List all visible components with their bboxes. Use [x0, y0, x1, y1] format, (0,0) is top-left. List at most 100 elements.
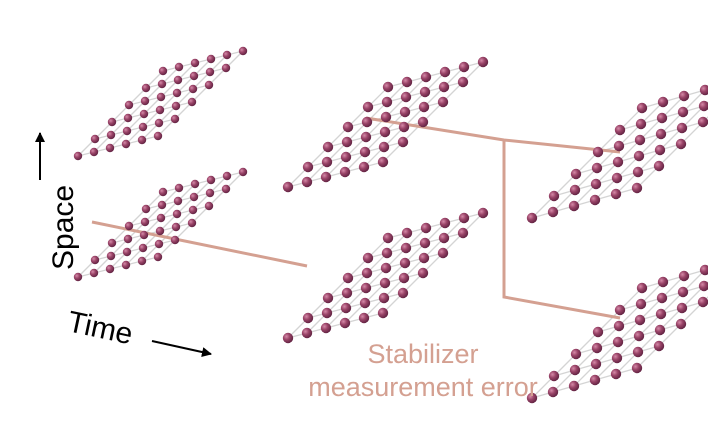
lattice-node [359, 146, 371, 158]
lattice-node [358, 312, 370, 324]
lattice-node [613, 140, 625, 152]
lattice-node [636, 102, 648, 114]
lattice-node [187, 97, 197, 107]
lattice-node [635, 298, 647, 310]
lattice-node [339, 166, 351, 178]
lattice-node [124, 221, 134, 231]
lattice-node [154, 239, 164, 249]
lattice-node [171, 101, 181, 111]
lattice-node [634, 134, 646, 146]
lattice-node [592, 146, 604, 158]
lattice-node [106, 130, 116, 140]
lattice-node [90, 134, 100, 144]
lattice-node [204, 201, 214, 211]
lattice-node [400, 91, 412, 103]
lattice-node [155, 105, 165, 115]
lattice-node [171, 222, 181, 232]
lattice-node [157, 79, 167, 89]
lattice-node [653, 160, 665, 172]
lattice-node [589, 194, 601, 206]
lattice-node [418, 252, 430, 264]
lattice-node [676, 122, 688, 134]
lattice-node [590, 358, 602, 370]
lattice-node [698, 280, 708, 292]
lattice-nodes [73, 46, 708, 404]
lattice-node [400, 242, 412, 254]
lattice-node [342, 121, 354, 133]
lattice-node [173, 75, 183, 85]
lattice-node [526, 392, 538, 404]
lattice-node [189, 192, 199, 202]
lattice-node [569, 184, 581, 196]
lattice-node [548, 370, 560, 382]
lattice-node [458, 212, 470, 224]
lattice-node [698, 100, 708, 112]
lattice-node [657, 96, 669, 108]
lattice-node [526, 212, 538, 224]
lattice-node [170, 235, 180, 245]
lattice-node [342, 272, 354, 284]
lattice-node [697, 296, 708, 308]
lattice-node [614, 124, 626, 136]
lattice-node [282, 181, 294, 193]
lattice-node [382, 232, 394, 244]
lattice-node [420, 71, 432, 83]
lattice-node [122, 247, 132, 257]
lattice-node [678, 270, 690, 282]
lattice-node [89, 147, 99, 157]
lattice-node [547, 206, 559, 218]
lattice-node [172, 209, 182, 219]
lattice-node [570, 168, 582, 180]
lattice-node [73, 272, 83, 282]
lattice-node [399, 257, 411, 269]
lattice-node [361, 116, 373, 128]
lattice-node [378, 141, 390, 153]
lattice-node [437, 96, 449, 108]
lattice-node [377, 156, 389, 168]
lattice-node [156, 92, 166, 102]
lattice-node [589, 374, 601, 386]
caption-line-1: Stabilizer [367, 339, 479, 369]
lattice-node [107, 238, 117, 248]
lattice-node [141, 83, 151, 93]
lattice-node [633, 150, 645, 162]
lattice-node [654, 324, 666, 336]
time-arrow [151, 340, 212, 357]
lattice-node [188, 84, 198, 94]
lattice-node [172, 88, 182, 98]
lattice-node [397, 136, 409, 148]
lattice-node [654, 144, 666, 156]
lattice-node [205, 188, 215, 198]
lattice-node [547, 386, 559, 398]
lattice-node [570, 348, 582, 360]
lattice-node [610, 188, 622, 200]
lattice-node [221, 184, 231, 194]
lattice-node [675, 138, 687, 150]
lattice-node [379, 126, 391, 138]
lattice-node [359, 297, 371, 309]
lattice-node [174, 62, 184, 72]
lattice-node [206, 175, 216, 185]
lattice-node [341, 136, 353, 148]
lattice-node [611, 172, 623, 184]
lattice-node [418, 101, 430, 113]
lattice-node [380, 262, 392, 274]
lattice-node [653, 340, 665, 352]
lattice-node [362, 101, 374, 113]
error-path-vertical [502, 140, 621, 320]
lattice-node [73, 151, 83, 161]
lattice-node [655, 308, 667, 320]
lattice-node [158, 187, 168, 197]
lattice-node [401, 76, 413, 88]
lattice-node [174, 183, 184, 193]
lattice-node [90, 255, 100, 265]
lattice-node [590, 178, 602, 190]
lattice-node [591, 162, 603, 174]
lattice-node [678, 90, 690, 102]
lattice-node [155, 226, 165, 236]
lattice-node [548, 190, 560, 202]
lattice-node [302, 312, 314, 324]
lattice-node [568, 200, 580, 212]
